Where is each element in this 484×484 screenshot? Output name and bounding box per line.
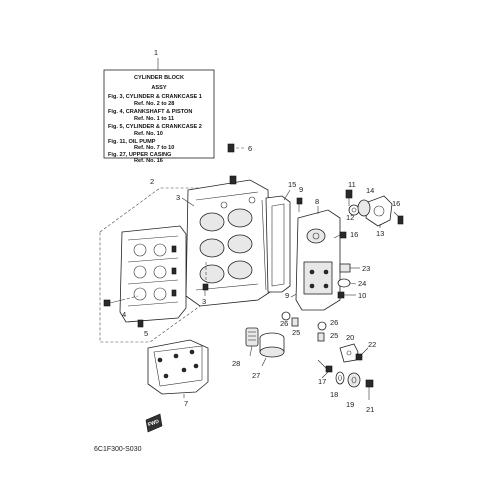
part-26-washer-left [281, 311, 291, 321]
callout-5: 5 [144, 329, 148, 338]
callout-1: 1 [154, 48, 158, 57]
callout-6: 6 [248, 144, 252, 153]
callout-26-right: 26 [330, 318, 338, 327]
part-26-washer-right [317, 321, 327, 331]
part-16-bolt-right [393, 211, 404, 225]
callout-12: 12 [346, 213, 354, 222]
callout-3-lower: 3 [202, 297, 206, 306]
cylinder-block [185, 175, 271, 307]
title-line-7: Fig. 5, CYLINDER & CRANKCASE 2 [108, 124, 202, 130]
title-line-11: Fig. 27, UPPER CASING [108, 152, 171, 158]
fwd-direction-icon: FWD [145, 413, 163, 433]
part-25-plug-right [317, 332, 325, 342]
part-17-bolt [317, 359, 333, 373]
callout-16-left: 16 [350, 230, 358, 239]
part-7-cover-plate [147, 339, 209, 395]
part-10-screw [337, 291, 356, 299]
callout-15: 15 [288, 180, 296, 189]
part-15-gasket [265, 195, 291, 293]
part-6-plug: 6 [227, 143, 252, 153]
title-line-10: Ref. No. 7 to 10 [134, 145, 174, 151]
part-19-grommet [347, 372, 361, 388]
part-14-thermostat [357, 199, 371, 217]
crankcase-half [119, 225, 187, 323]
diagram-code: 6C1F300-S030 [94, 446, 142, 453]
part-25-plug-left [291, 317, 299, 327]
callout-7: 7 [184, 399, 188, 408]
callout-9-lower: 9 [285, 291, 289, 300]
callout-25-right: 25 [330, 331, 338, 340]
part-22-bolt [355, 347, 369, 361]
callout-4: 4 [122, 310, 126, 319]
title-box: 1 CYLINDER BLOCK ASSY Fig. 3, CYLINDER &… [103, 48, 215, 164]
callout-27: 27 [252, 371, 260, 380]
part-20-bracket [339, 343, 359, 363]
callout-2: 2 [150, 177, 154, 186]
title-line-3: Fig. 3, CYLINDER & CRANKCASE 1 [108, 94, 202, 100]
callout-3-upper: 3 [176, 193, 180, 202]
fwd-label: FWD [147, 419, 160, 429]
callout-16-right: 16 [392, 199, 400, 208]
callout-22: 22 [368, 340, 376, 349]
callout-25-left: 25 [292, 328, 300, 337]
callout-19: 19 [346, 400, 354, 409]
part-9-bolt-upper [296, 197, 303, 212]
title-line-6: Ref. No. 1 to 11 [134, 116, 174, 122]
callout-23: 23 [362, 264, 370, 273]
callout-21: 21 [366, 405, 374, 414]
title-line-1: CYLINDER BLOCK [134, 75, 184, 81]
part-21-bolt [365, 379, 374, 400]
part-13-thermostat-cover [365, 195, 393, 227]
part-8-cover [295, 209, 341, 311]
part-16-bolt-left [333, 231, 347, 239]
part-24-o-ring [337, 278, 357, 288]
callout-9-upper: 9 [299, 185, 303, 194]
part-12-washer [348, 204, 360, 216]
title-line-5: Fig. 4, CRANKSHAFT & PISTON [108, 109, 192, 115]
callout-28: 28 [232, 359, 240, 368]
title-line-4: Ref. No. 2 to 28 [134, 101, 174, 107]
title-line-8: Ref. No. 10 [134, 131, 163, 137]
callout-20: 20 [346, 333, 354, 342]
callout-8: 8 [315, 197, 319, 206]
part-18-washer [335, 371, 345, 385]
callout-17: 17 [318, 377, 326, 386]
part-23-plug [339, 263, 360, 273]
part-5-pin [137, 319, 144, 328]
title-line-9: Fig. 11, OIL PUMP [108, 139, 156, 145]
title-line-2: ASSY [151, 85, 167, 91]
part-3-bolt [202, 262, 209, 296]
title-line-12: Ref. No. 16 [134, 158, 163, 164]
callout-18: 18 [330, 390, 338, 399]
callout-26-left: 26 [280, 319, 288, 328]
callout-10: 10 [358, 291, 366, 300]
callout-11: 11 [348, 180, 356, 189]
part-4-bolt [103, 295, 139, 307]
part-11-bolt [345, 189, 353, 206]
callout-13: 13 [376, 229, 384, 238]
callout-14: 14 [366, 186, 374, 195]
callout-24: 24 [358, 279, 366, 288]
part-28-filter-element [245, 327, 259, 357]
part-27-oil-filter [259, 332, 285, 367]
